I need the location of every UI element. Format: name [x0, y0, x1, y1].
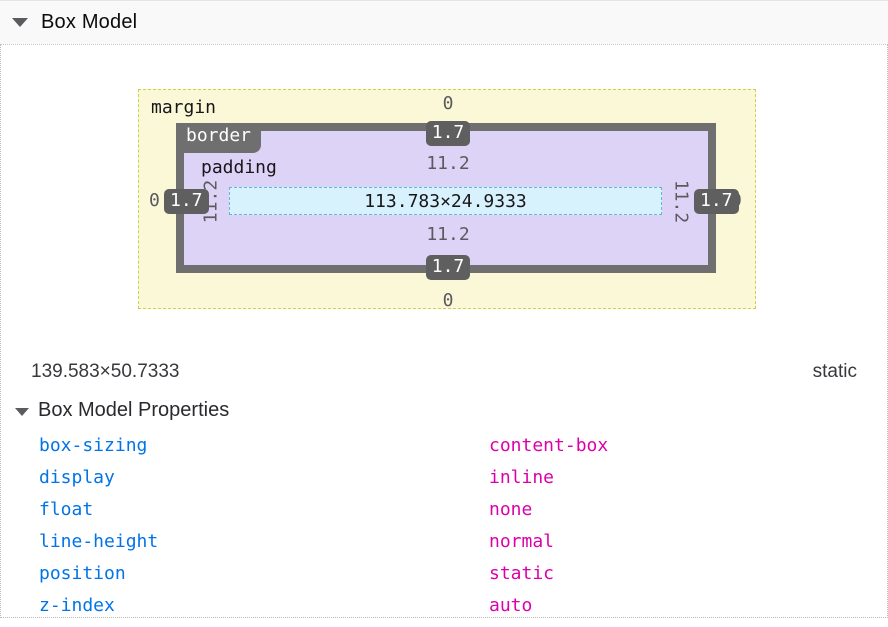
margin-top-value[interactable]: 0: [442, 93, 454, 114]
property-name: float: [39, 499, 94, 520]
property-name: position: [39, 563, 126, 584]
property-value: normal: [489, 531, 555, 552]
property-name: display: [39, 467, 115, 488]
property-row: box-sizing content-box: [1, 435, 888, 459]
border-right-value[interactable]: 1.7: [694, 189, 739, 214]
margin-bottom-value[interactable]: 0: [442, 290, 454, 311]
collapse-arrow-icon[interactable]: [12, 18, 28, 27]
box-model-panel: margin border padding 113.783×24.9333 0 …: [0, 44, 888, 618]
box-model-section-header[interactable]: Box Model: [0, 0, 888, 44]
margin-layer[interactable]: margin border padding 113.783×24.9333 0 …: [138, 89, 756, 311]
property-value: inline: [489, 467, 555, 488]
box-model-title: Box Model: [41, 11, 138, 33]
properties-title: Box Model Properties: [38, 399, 230, 421]
property-row: line-height normal: [1, 531, 888, 555]
property-row: display inline: [1, 467, 888, 491]
content-size-value[interactable]: 113.783×24.9333: [364, 190, 527, 212]
padding-label: padding: [201, 157, 277, 178]
property-row: z-index auto: [1, 595, 888, 619]
properties-section-header[interactable]: Box Model Properties: [15, 399, 229, 422]
padding-bottom-value[interactable]: 11.2: [426, 224, 470, 245]
border-top-value[interactable]: 1.7: [425, 121, 471, 146]
padding-right-value[interactable]: 11.2: [670, 179, 692, 224]
property-name: z-index: [39, 595, 115, 616]
element-size: 139.583×50.7333: [31, 361, 180, 382]
border-label: border: [176, 123, 262, 153]
property-row: position static: [1, 563, 888, 587]
margin-left-value[interactable]: 0: [149, 190, 160, 211]
property-name: line-height: [39, 531, 159, 552]
property-value: none: [489, 499, 533, 520]
property-name: box-sizing: [39, 435, 148, 456]
collapse-arrow-icon[interactable]: [15, 408, 29, 416]
property-row: float none: [1, 499, 888, 523]
property-value: static: [489, 563, 555, 584]
border-bottom-value[interactable]: 1.7: [425, 255, 471, 280]
margin-label: margin: [151, 97, 217, 118]
property-value: auto: [489, 595, 533, 616]
content-box[interactable]: 113.783×24.9333: [229, 187, 662, 215]
padding-top-value[interactable]: 11.2: [426, 153, 470, 174]
border-left-value[interactable]: 1.7: [164, 189, 209, 214]
element-position-value: static: [812, 361, 857, 382]
property-value: content-box: [489, 435, 609, 456]
